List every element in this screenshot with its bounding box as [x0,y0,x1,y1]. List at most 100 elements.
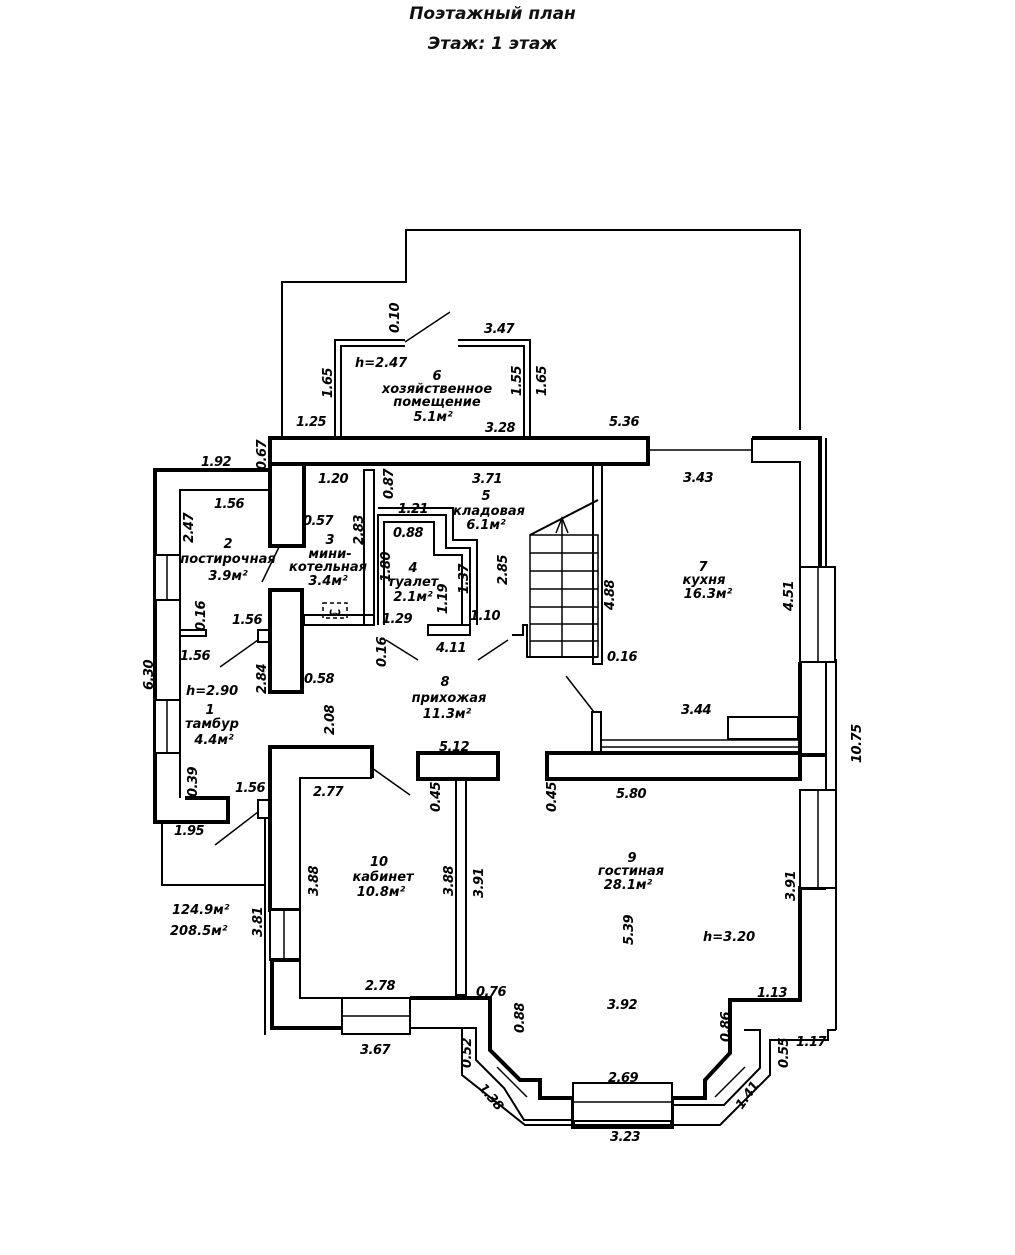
svg-text:мини-: мини- [308,547,351,562]
svg-text:3.91: 3.91 [472,868,487,898]
svg-text:кладовая: кладовая [453,504,525,519]
svg-text:1.37: 1.37 [457,562,472,594]
top-wall [268,436,650,466]
vestibule-wall [268,588,304,694]
svg-text:8: 8 [440,675,449,690]
svg-text:1.20: 1.20 [318,472,349,487]
bay-window [410,886,836,1129]
svg-text:3.81: 3.81 [251,907,266,937]
svg-text:1: 1 [205,703,214,718]
hall-column [416,751,500,781]
room-label-2: 2 постирочная 3.9м² [180,537,276,584]
stair-kitchen-wall [592,463,603,665]
svg-text:3.88: 3.88 [442,865,457,896]
svg-text:1.65: 1.65 [321,367,336,398]
svg-text:1.65: 1.65 [535,365,550,396]
svg-text:0.16: 0.16 [607,650,638,665]
svg-text:2.85: 2.85 [496,554,511,585]
svg-text:3: 3 [325,533,334,548]
svg-text:0.45: 0.45 [429,781,444,812]
svg-text:2.83: 2.83 [352,514,367,545]
laundry-outer-wall [153,468,270,824]
svg-text:h=3.20: h=3.20 [703,930,755,945]
svg-text:0.86: 0.86 [719,1011,734,1042]
svg-text:5.80: 5.80 [616,787,647,802]
svg-text:3.23: 3.23 [610,1130,641,1145]
svg-text:1.41: 1.41 [733,1079,763,1112]
dimension-labels: 3.47 1.25 3.28 5.36 1.92 1.56 1.20 0.57 … [174,322,828,1145]
svg-text:гостиная: гостиная [598,864,664,879]
svg-text:3.91: 3.91 [784,871,799,901]
svg-text:кабинет: кабинет [352,870,415,885]
svg-text:1.29: 1.29 [382,612,413,627]
room-label-4: 4 туалет 2.1м² [388,561,440,605]
svg-text:0.76: 0.76 [476,985,507,1000]
svg-text:3.92: 3.92 [607,998,638,1013]
svg-text:1.10: 1.10 [470,609,501,624]
utility-room-walls [334,339,405,436]
svg-text:0.55: 0.55 [777,1037,792,1068]
svg-text:6.1м²: 6.1м² [466,518,506,533]
svg-text:5.36: 5.36 [609,415,640,430]
laundry-inner-wall [179,489,270,798]
svg-text:3.47: 3.47 [484,322,516,337]
door-swing [404,311,451,343]
svg-text:0.39: 0.39 [186,766,201,797]
toilet-walls [383,521,463,625]
svg-text:0.16: 0.16 [375,636,390,667]
utility-room-walls [458,345,525,436]
svg-text:3.9м²: 3.9м² [208,569,248,584]
boiler-right-wall [363,469,375,626]
svg-text:2.1м²: 2.1м² [393,590,433,605]
svg-text:туалет: туалет [388,575,440,590]
window [269,909,301,961]
svg-text:3.67: 3.67 [360,1043,392,1058]
room-label-3: 3 мини- котельная 3.4м² [289,533,367,589]
svg-text:5.12: 5.12 [439,740,470,755]
svg-text:0.57: 0.57 [303,514,335,529]
svg-text:4.4м²: 4.4м² [193,733,234,748]
toilet-walls [377,514,471,625]
svg-text:4.51: 4.51 [782,581,797,612]
terrace-outline [281,229,801,438]
svg-text:1.55: 1.55 [510,365,525,396]
svg-text:9: 9 [627,851,636,866]
svg-text:хозяйственное: хозяйственное [381,382,493,397]
svg-text:2.78: 2.78 [365,979,396,994]
svg-text:1.92: 1.92 [201,455,232,470]
svg-text:5.1м²: 5.1м² [413,410,453,425]
staircase [512,499,599,658]
svg-text:3.28: 3.28 [485,421,516,436]
svg-text:тамбур: тамбур [185,717,239,732]
kitchen-right-wall [752,436,822,567]
svg-text:10: 10 [370,855,388,870]
svg-text:1.56: 1.56 [232,613,263,628]
svg-text:0.16: 0.16 [194,600,209,631]
svg-text:10.75: 10.75 [850,724,865,763]
svg-text:1.13: 1.13 [757,986,788,1001]
svg-text:10.8м²: 10.8м² [357,885,406,900]
svg-text:2.84: 2.84 [255,663,270,694]
kitchen-counter [727,716,799,740]
room-label-7: 7 кухня 16.3м² [682,560,732,602]
svg-text:прихожая: прихожая [412,691,487,706]
svg-text:котельная: котельная [289,560,367,575]
svg-text:28.1м²: 28.1м² [604,878,653,893]
total-area: 208.5м² [170,924,228,939]
floor-label: Этаж: 1 этаж [427,34,558,54]
partition [179,629,207,637]
living-top-wall [545,751,802,781]
svg-text:h=2.90: h=2.90 [186,684,238,699]
utility-room-walls [458,339,531,436]
svg-text:2.69: 2.69 [608,1071,639,1086]
svg-text:0.10: 0.10 [388,302,403,333]
svg-text:2: 2 [223,537,232,552]
room-label-1: h=2.90 1 тамбур 4.4м² [185,684,239,748]
svg-text:6: 6 [432,369,441,384]
office-living-wall [455,778,467,996]
svg-text:1.17: 1.17 [796,1035,828,1050]
svg-text:1.19: 1.19 [436,583,451,614]
living-area-total: 124.9м² [172,903,230,918]
svg-text:4: 4 [407,561,417,576]
